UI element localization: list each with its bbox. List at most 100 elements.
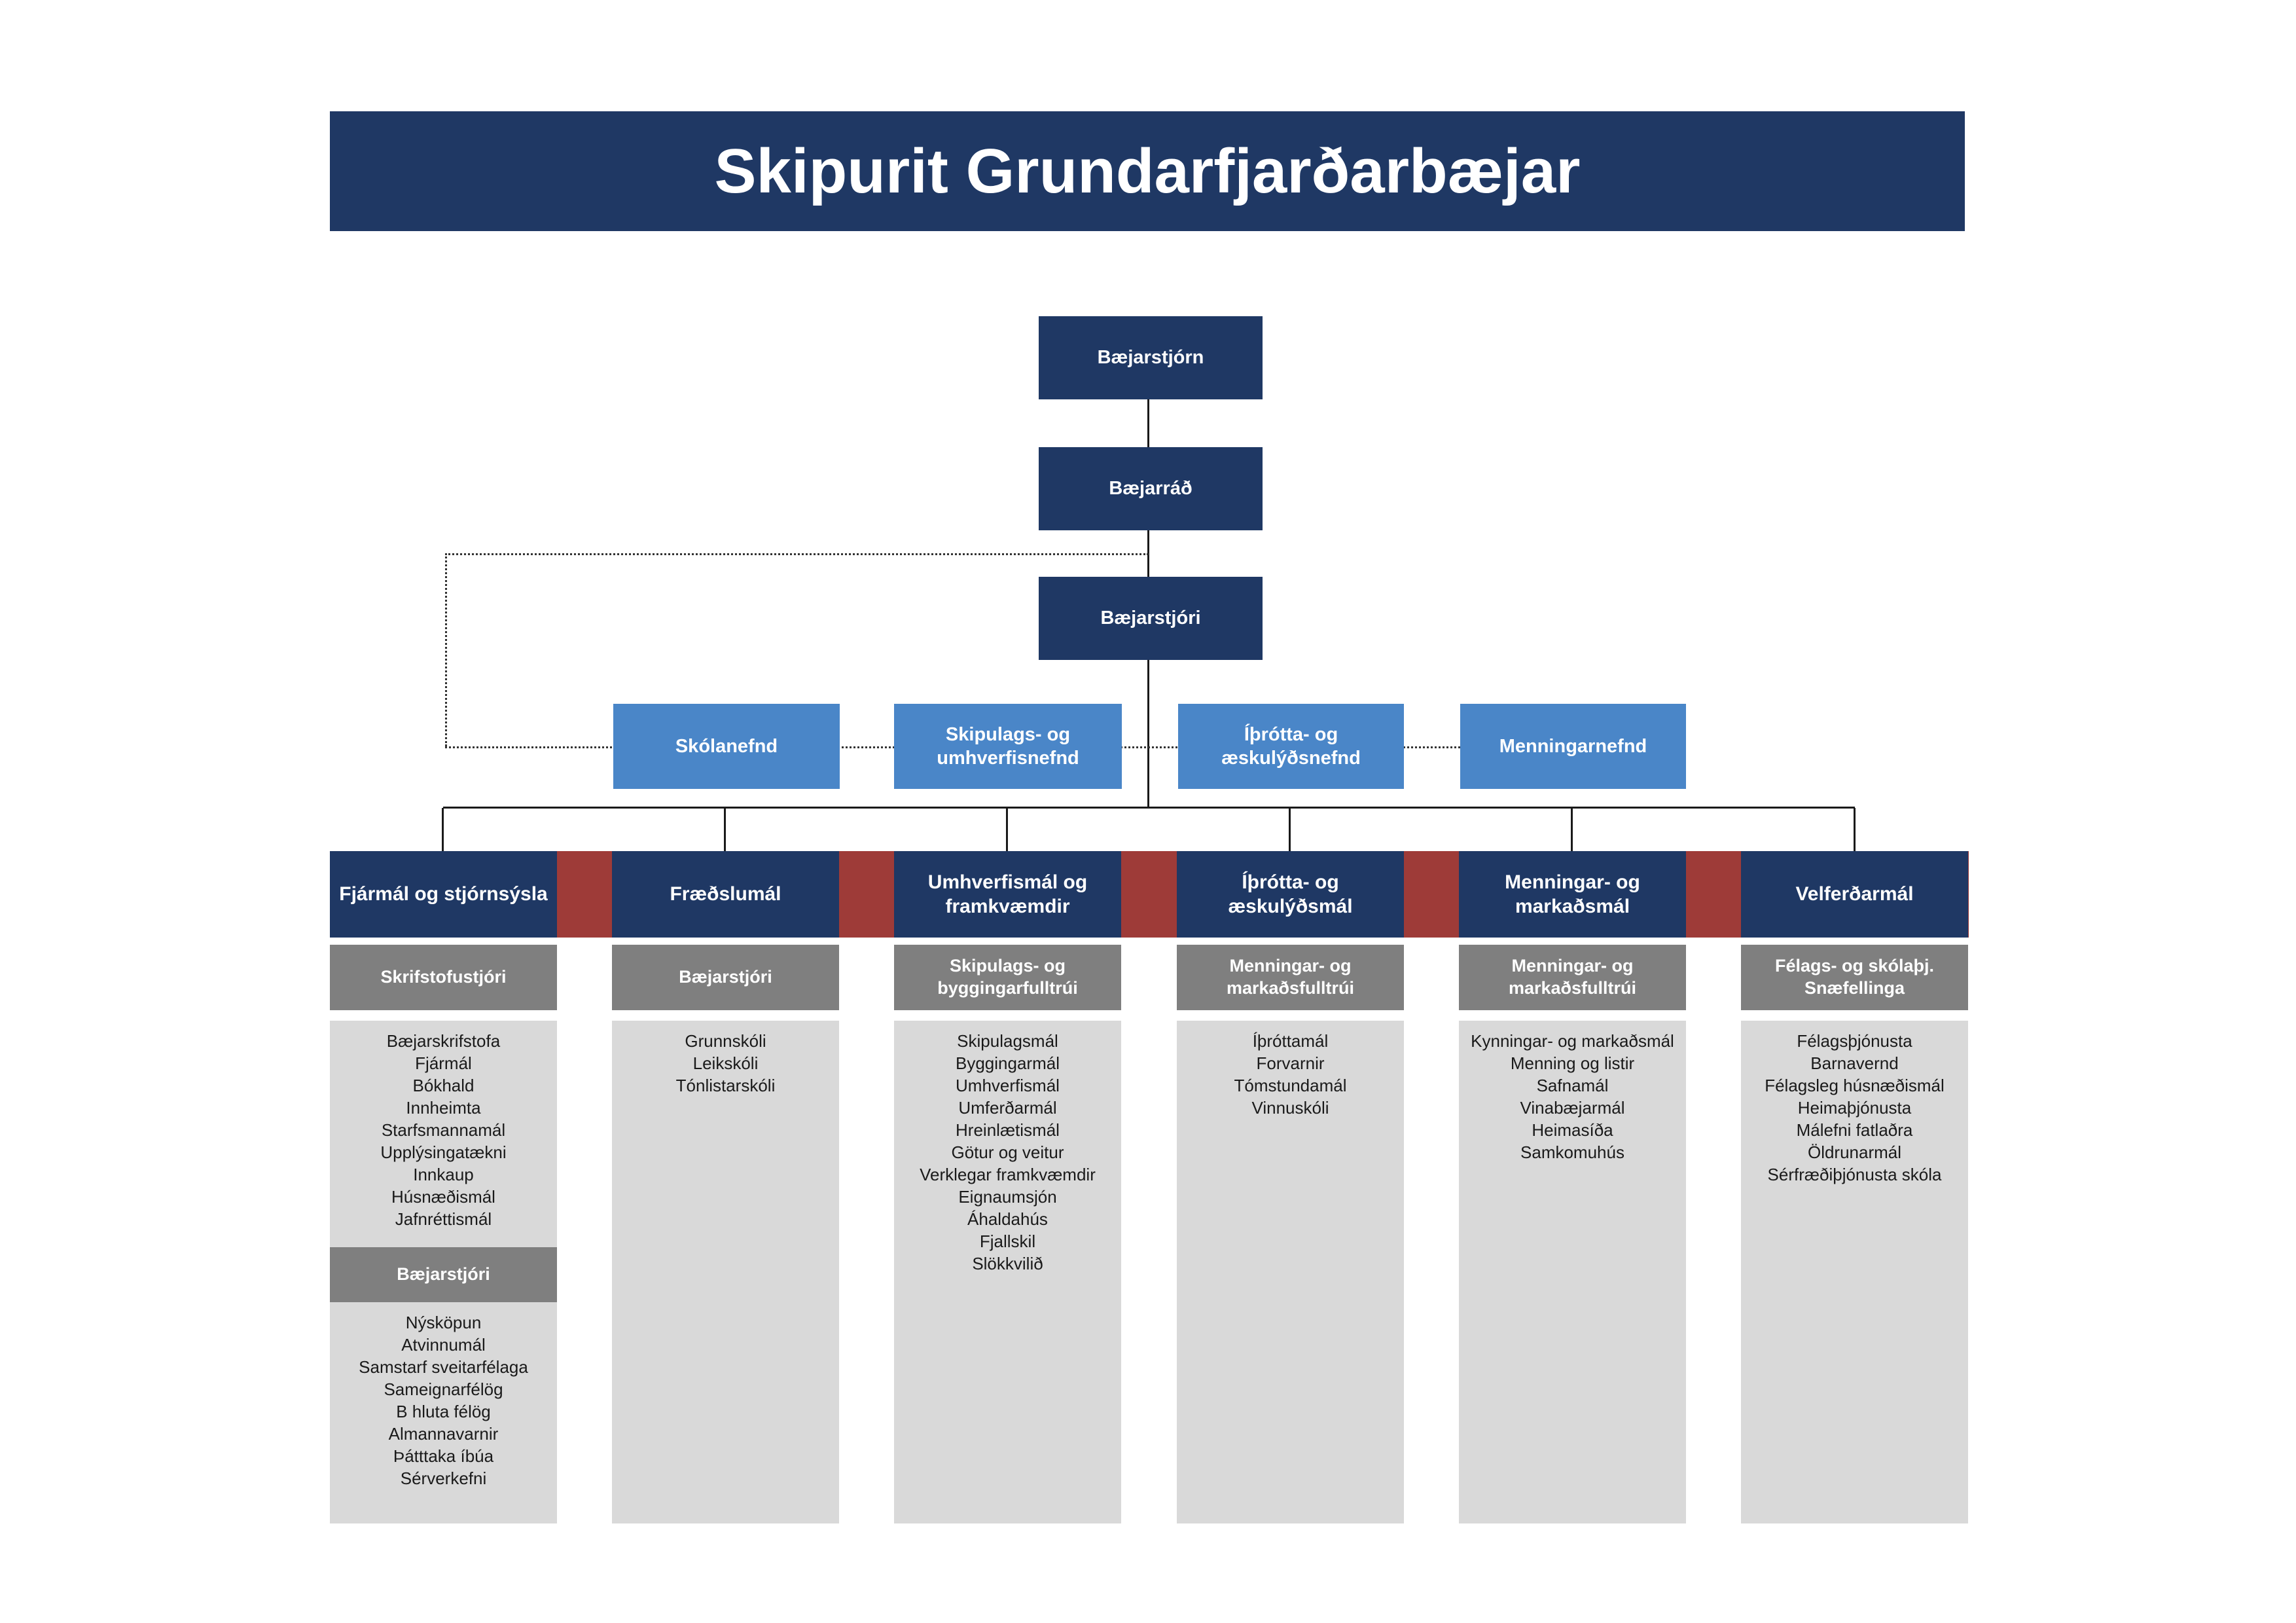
list-item: Byggingarmál [956,1053,1060,1073]
list-item: Áhaldahús [967,1209,1048,1229]
column-header: Umhverfismál og framkvæmdir [894,851,1121,938]
connector-line [1147,399,1149,447]
column-subheader: Félags- og skólaþj. Snæfellinga [1741,945,1968,1010]
org-box-baejarstjori: Bæjarstjóri [1039,577,1263,660]
list-item: Bæjarskrifstofa [386,1031,501,1051]
committee-box-skolanefnd: Skólanefnd [613,704,840,789]
department-column-ithrottamal: Íþrótta- og æskulýðsmál Menningar- og ma… [1177,851,1404,1523]
column-subheader: Bæjarstjóri [330,1247,557,1302]
dotted-connector-line [445,553,1149,555]
list-item: Jafnréttismál [395,1209,492,1229]
list-item: Sérfræðiþjónusta skóla [1767,1165,1942,1184]
org-box-baejarrad: Bæjarráð [1039,447,1263,530]
list-item: Upplýsingatækni [380,1142,507,1162]
page-title: Skipurit Grundarfjarðarbæjar [330,111,1965,231]
list-item: Slökkvilið [972,1254,1043,1273]
list-item: Kynningar- og markaðsmál [1471,1031,1674,1051]
header-red-band [330,851,1969,938]
list-item: Forvarnir [1256,1053,1325,1073]
list-item: Umferðarmál [958,1098,1057,1118]
department-column-menningarmal: Menningar- og markaðsmál Menningar- og m… [1459,851,1686,1523]
list-item: Verklegar framkvæmdir [920,1165,1096,1184]
list-item: Fjármál [415,1053,472,1073]
list-item: Sérverkefni [400,1468,487,1488]
department-column-velferdarmal: Velferðarmál Félags- og skólaþj. Snæfell… [1741,851,1968,1523]
list-item: Grunnskóli [685,1031,766,1051]
column-subheader: Skipulags- og byggingarfulltrúi [894,945,1121,1010]
spacer [330,1010,557,1021]
list-item: Íþróttamál [1252,1031,1329,1051]
list-item: Heimaþjónusta [1797,1098,1912,1118]
spacer [894,938,1121,945]
list-item: Hreinlætismál [956,1120,1060,1140]
department-column-umhverfismal: Umhverfismál og framkvæmdir Skipulags- o… [894,851,1121,1523]
list-item: Félagsþjónusta [1797,1031,1912,1051]
spacer [1459,938,1686,945]
list-item: Umhverfismál [956,1076,1060,1095]
list-item: Nýsköpun [405,1313,482,1332]
list-item: Barnavernd [1810,1053,1899,1073]
list-item: Starfsmannamál [381,1120,506,1140]
spacer [1459,1010,1686,1021]
department-column-fjarmal: Fjármál og stjórnsýsla Skrifstofustjóri … [330,851,557,1523]
list-item: Menning og listir [1510,1053,1635,1073]
list-item: Atvinnumál [401,1335,486,1355]
spacer [612,1010,839,1021]
list-item: Leikskóli [692,1053,759,1073]
spacer [1177,938,1404,945]
list-item: Innheimta [406,1098,481,1118]
column-subheader: Menningar- og markaðsfulltrúi [1177,945,1404,1010]
spacer [1741,938,1968,945]
connector-line [1854,808,1856,851]
list-item: Þátttaka íbúa [393,1446,494,1466]
list-item: Félagsleg húsnæðismál [1765,1076,1945,1095]
column-header: Menningar- og markaðsmál [1459,851,1686,938]
spacer [612,938,839,945]
list-item: Skipulagsmál [957,1031,1058,1051]
spacer [330,938,557,945]
list-item: Almannavarnir [388,1424,499,1444]
list-item: Bókhald [412,1076,475,1095]
list-item: Málefni fatlaðra [1796,1120,1913,1140]
list-item: Sameignarfélög [384,1379,503,1399]
list-item: Húsnæðismál [391,1187,495,1207]
column-header: Fræðslumál [612,851,839,938]
column-header: Velferðarmál [1741,851,1968,938]
spacer [1177,1010,1404,1021]
list-item: Safnamál [1536,1076,1609,1095]
committee-box-ithrottanefnd: Íþrótta- og æskulýðsnefnd [1178,704,1404,789]
connector-line [442,808,444,851]
column-subheader: Menningar- og markaðsfulltrúi [1459,945,1686,1010]
list-item: Innkaup [413,1165,474,1184]
committee-box-menningarnefnd: Menningarnefnd [1460,704,1686,789]
list-item: Samkomuhús [1520,1142,1624,1162]
connector-line [1147,660,1149,808]
list-item: Vinabæjarmál [1520,1098,1625,1118]
list-item: Öldrunarmál [1807,1142,1902,1162]
connector-line [1006,808,1008,851]
list-item: Samstarf sveitarfélaga [359,1357,528,1377]
list-item: Tónlistarskóli [675,1076,776,1095]
org-box-baejarstjorn: Bæjarstjórn [1039,316,1263,399]
column-subheader: Skrifstofustjóri [330,945,557,1010]
column-subheader: Bæjarstjóri [612,945,839,1010]
list-item: Heimasíða [1532,1120,1613,1140]
dotted-connector-line [445,553,447,746]
committee-box-skipulagsnefnd: Skipulags- og umhverfisnefnd [894,704,1122,789]
list-item: B hluta félög [396,1402,491,1421]
list-item: Tómstundamál [1234,1076,1347,1095]
column-header: Fjármál og stjórnsýsla [330,851,557,938]
